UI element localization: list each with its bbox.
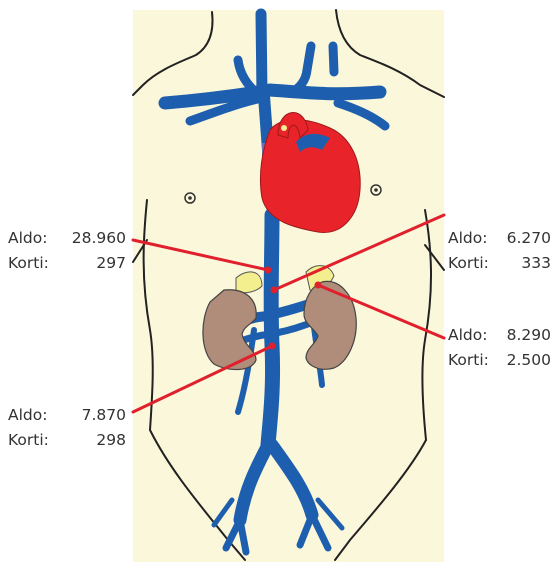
- aldo-value: 8.290: [496, 323, 551, 348]
- marker-left-lower: [269, 343, 276, 350]
- aldo-key: Aldo:: [8, 403, 56, 428]
- aldo-value: 6.270: [496, 226, 551, 251]
- korti-value: 333: [496, 251, 551, 276]
- korti-key: Korti:: [448, 251, 496, 276]
- marker-right-lower: [315, 282, 322, 289]
- label-left-upper: Aldo:28.960 Korti:297: [8, 226, 126, 276]
- korti-value: 2.500: [496, 348, 551, 373]
- aldo-key: Aldo:: [8, 226, 56, 251]
- aldo-key: Aldo:: [448, 226, 496, 251]
- korti-key: Korti:: [8, 251, 56, 276]
- heart-valve: [281, 125, 287, 131]
- korti-value: 297: [56, 251, 126, 276]
- korti-value: 298: [56, 428, 126, 453]
- label-right-upper: Aldo:6.270 Korti:333: [448, 226, 551, 276]
- aldo-value: 7.870: [56, 403, 126, 428]
- aldo-key: Aldo:: [448, 323, 496, 348]
- marker-right-upper: [271, 287, 278, 294]
- korti-key: Korti:: [8, 428, 56, 453]
- marker-left-upper: [265, 267, 272, 274]
- korti-key: Korti:: [448, 348, 496, 373]
- aldo-value: 28.960: [56, 226, 126, 251]
- label-right-lower: Aldo:8.290 Korti:2.500: [448, 323, 551, 373]
- adrenal-left: [236, 272, 262, 293]
- label-left-lower: Aldo:7.870 Korti:298: [8, 403, 126, 453]
